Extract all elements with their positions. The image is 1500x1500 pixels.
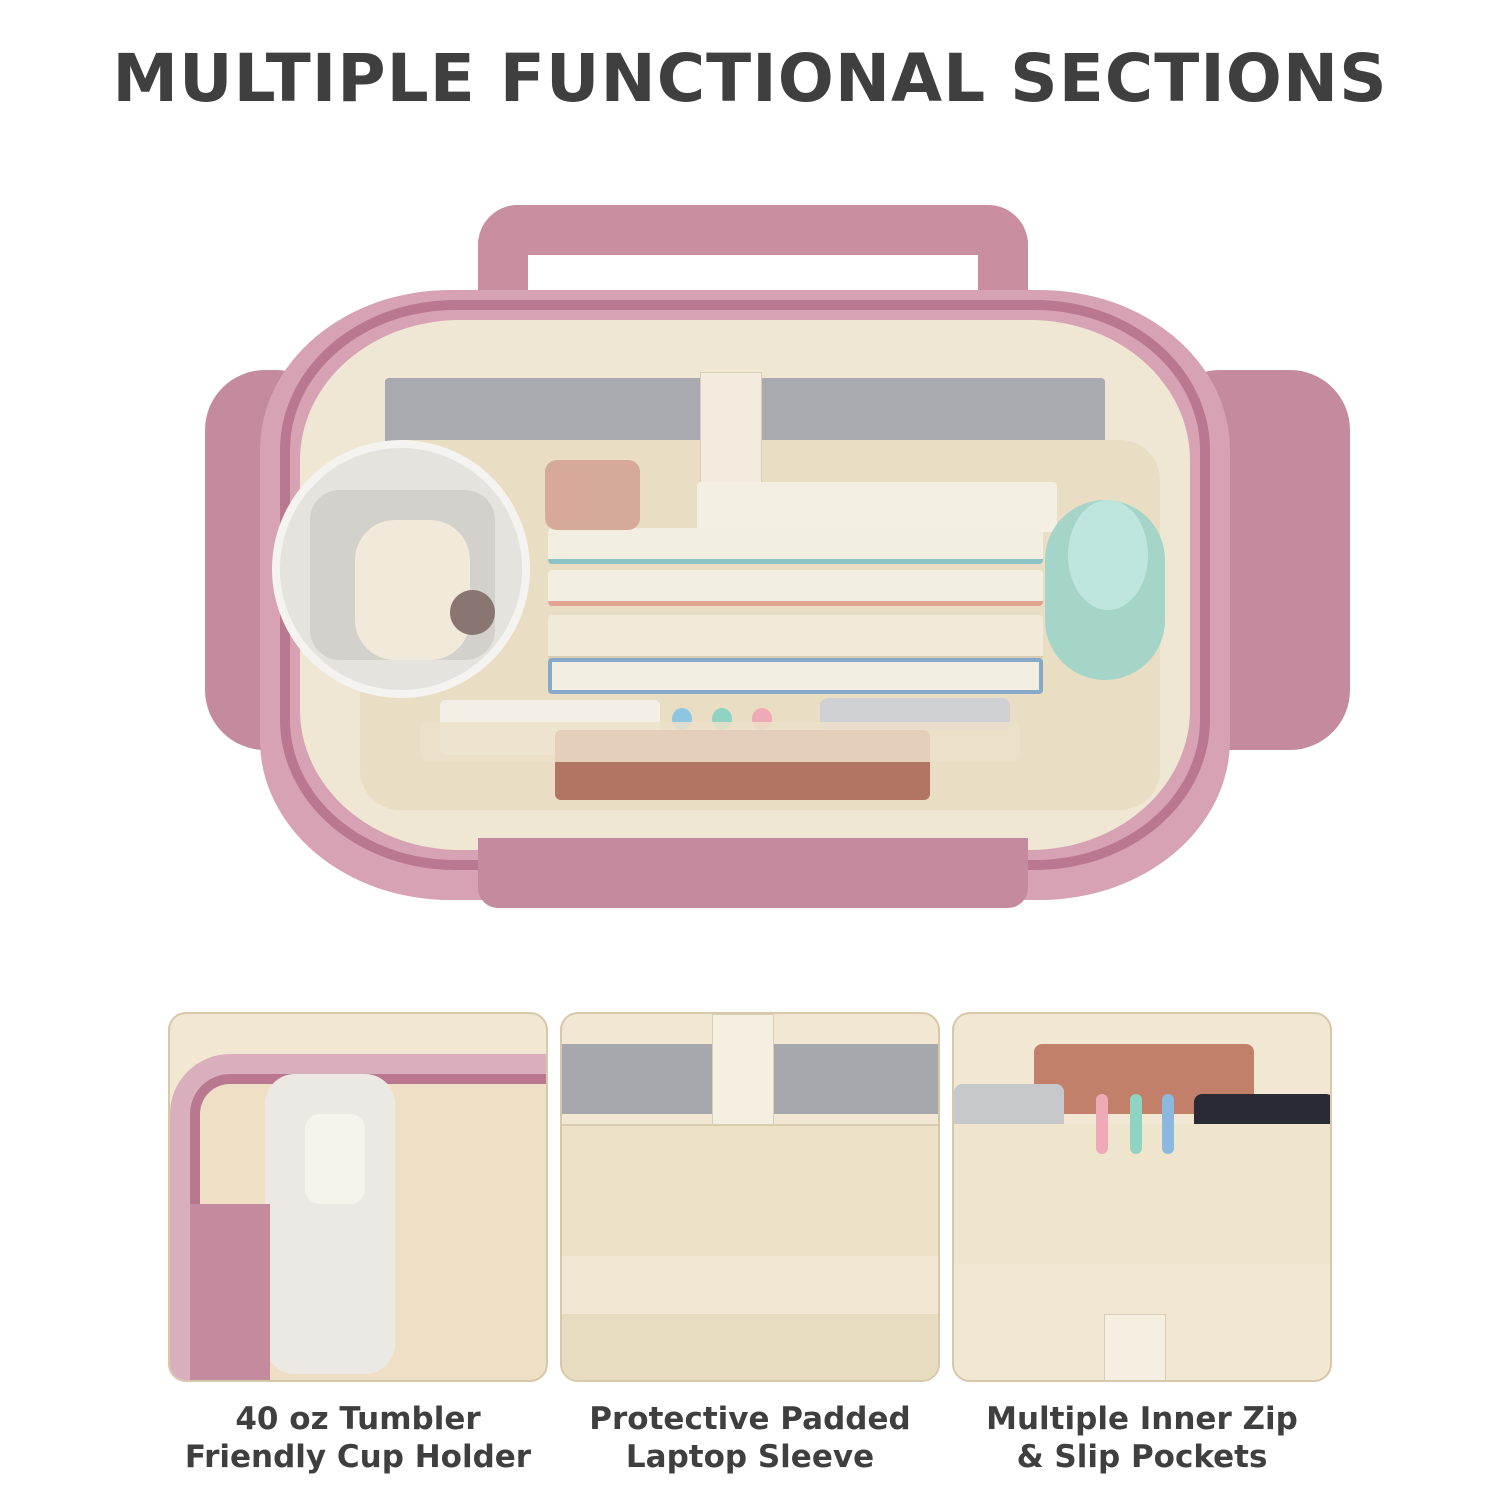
caption-line: 40 oz Tumbler (235, 1401, 481, 1437)
page-title: MULTIPLE FUNCTIONAL SECTIONS (112, 40, 1388, 117)
caption-line: Protective Padded (589, 1401, 911, 1437)
feature-image-cup-holder (168, 1012, 548, 1382)
bag-handle-top (478, 205, 1028, 305)
feature-image-laptop-sleeve (560, 1012, 940, 1382)
tumbler-straw (450, 590, 495, 635)
notebook (548, 615, 1043, 660)
notebook (548, 528, 1043, 564)
notebook (548, 570, 1043, 606)
pen (1130, 1094, 1142, 1154)
laptop-strap (700, 372, 762, 494)
sleeve-pocket (562, 1124, 938, 1256)
side-pocket (190, 1204, 270, 1380)
zip-pocket (420, 722, 1020, 762)
bottle-cap (1068, 500, 1148, 610)
tumbler-lid (305, 1114, 365, 1204)
feature-caption-inner-pockets: Multiple Inner Zip & Slip Pockets (932, 1400, 1352, 1476)
notebook (697, 482, 1057, 532)
slip-pocket (954, 1124, 1330, 1264)
caption-line: & Slip Pockets (1016, 1439, 1268, 1475)
pen (1096, 1094, 1108, 1154)
notebook (548, 658, 1043, 694)
caption-line: Multiple Inner Zip (986, 1401, 1298, 1437)
caption-line: Laptop Sleeve (625, 1439, 875, 1475)
feature-caption-cup-holder: 40 oz Tumbler Friendly Cup Holder (148, 1400, 568, 1476)
strap (1104, 1314, 1166, 1380)
case (545, 460, 640, 530)
bag-handle-bottom (478, 838, 1028, 908)
feature-image-inner-pockets (952, 1012, 1332, 1382)
feature-caption-laptop-sleeve: Protective Padded Laptop Sleeve (540, 1400, 960, 1476)
caption-line: Friendly Cup Holder (184, 1439, 532, 1475)
slip-pockets (562, 1314, 938, 1380)
tumbler-handle (355, 520, 470, 660)
pen (1162, 1094, 1174, 1154)
